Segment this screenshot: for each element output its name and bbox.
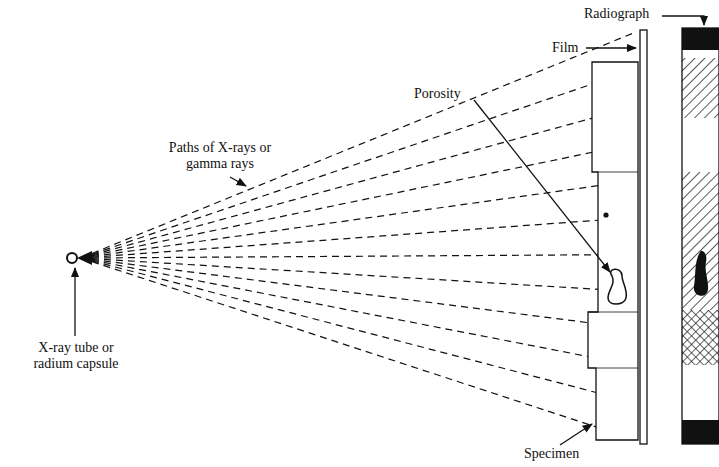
ray-path bbox=[92, 69, 636, 254]
ray-path bbox=[92, 255, 636, 258]
ray-path bbox=[92, 262, 636, 440]
x-ray-source bbox=[67, 253, 77, 263]
specimen-step bbox=[588, 312, 638, 313]
rays-label: Paths of X-rays or gamma rays bbox=[150, 140, 290, 172]
ray-path bbox=[92, 143, 636, 255]
film-label: Film bbox=[552, 40, 612, 56]
specimen-step bbox=[596, 368, 638, 369]
ray-path bbox=[92, 217, 636, 257]
radiograph-label: Radiograph bbox=[584, 6, 704, 22]
porosity-void bbox=[608, 269, 626, 304]
source-nozzle bbox=[77, 251, 92, 265]
porosity-label: Porosity bbox=[414, 86, 504, 102]
specimen-step bbox=[598, 172, 638, 173]
source-label: X-ray tube or radium capsule bbox=[20, 340, 132, 372]
leader-lines bbox=[75, 16, 704, 445]
specimen-label: Specimen bbox=[524, 446, 614, 462]
ray-path bbox=[92, 32, 636, 253]
ray-path bbox=[92, 106, 636, 255]
specimen-block bbox=[588, 62, 638, 440]
ray-path bbox=[92, 261, 636, 403]
ray-path bbox=[92, 260, 636, 366]
radiograph-strip bbox=[682, 28, 719, 444]
ray-path bbox=[92, 259, 636, 328]
porosity-dot bbox=[603, 212, 608, 217]
ray-path bbox=[92, 180, 636, 256]
ray-path bbox=[92, 259, 636, 292]
ray-paths bbox=[92, 32, 636, 440]
film bbox=[640, 30, 647, 444]
